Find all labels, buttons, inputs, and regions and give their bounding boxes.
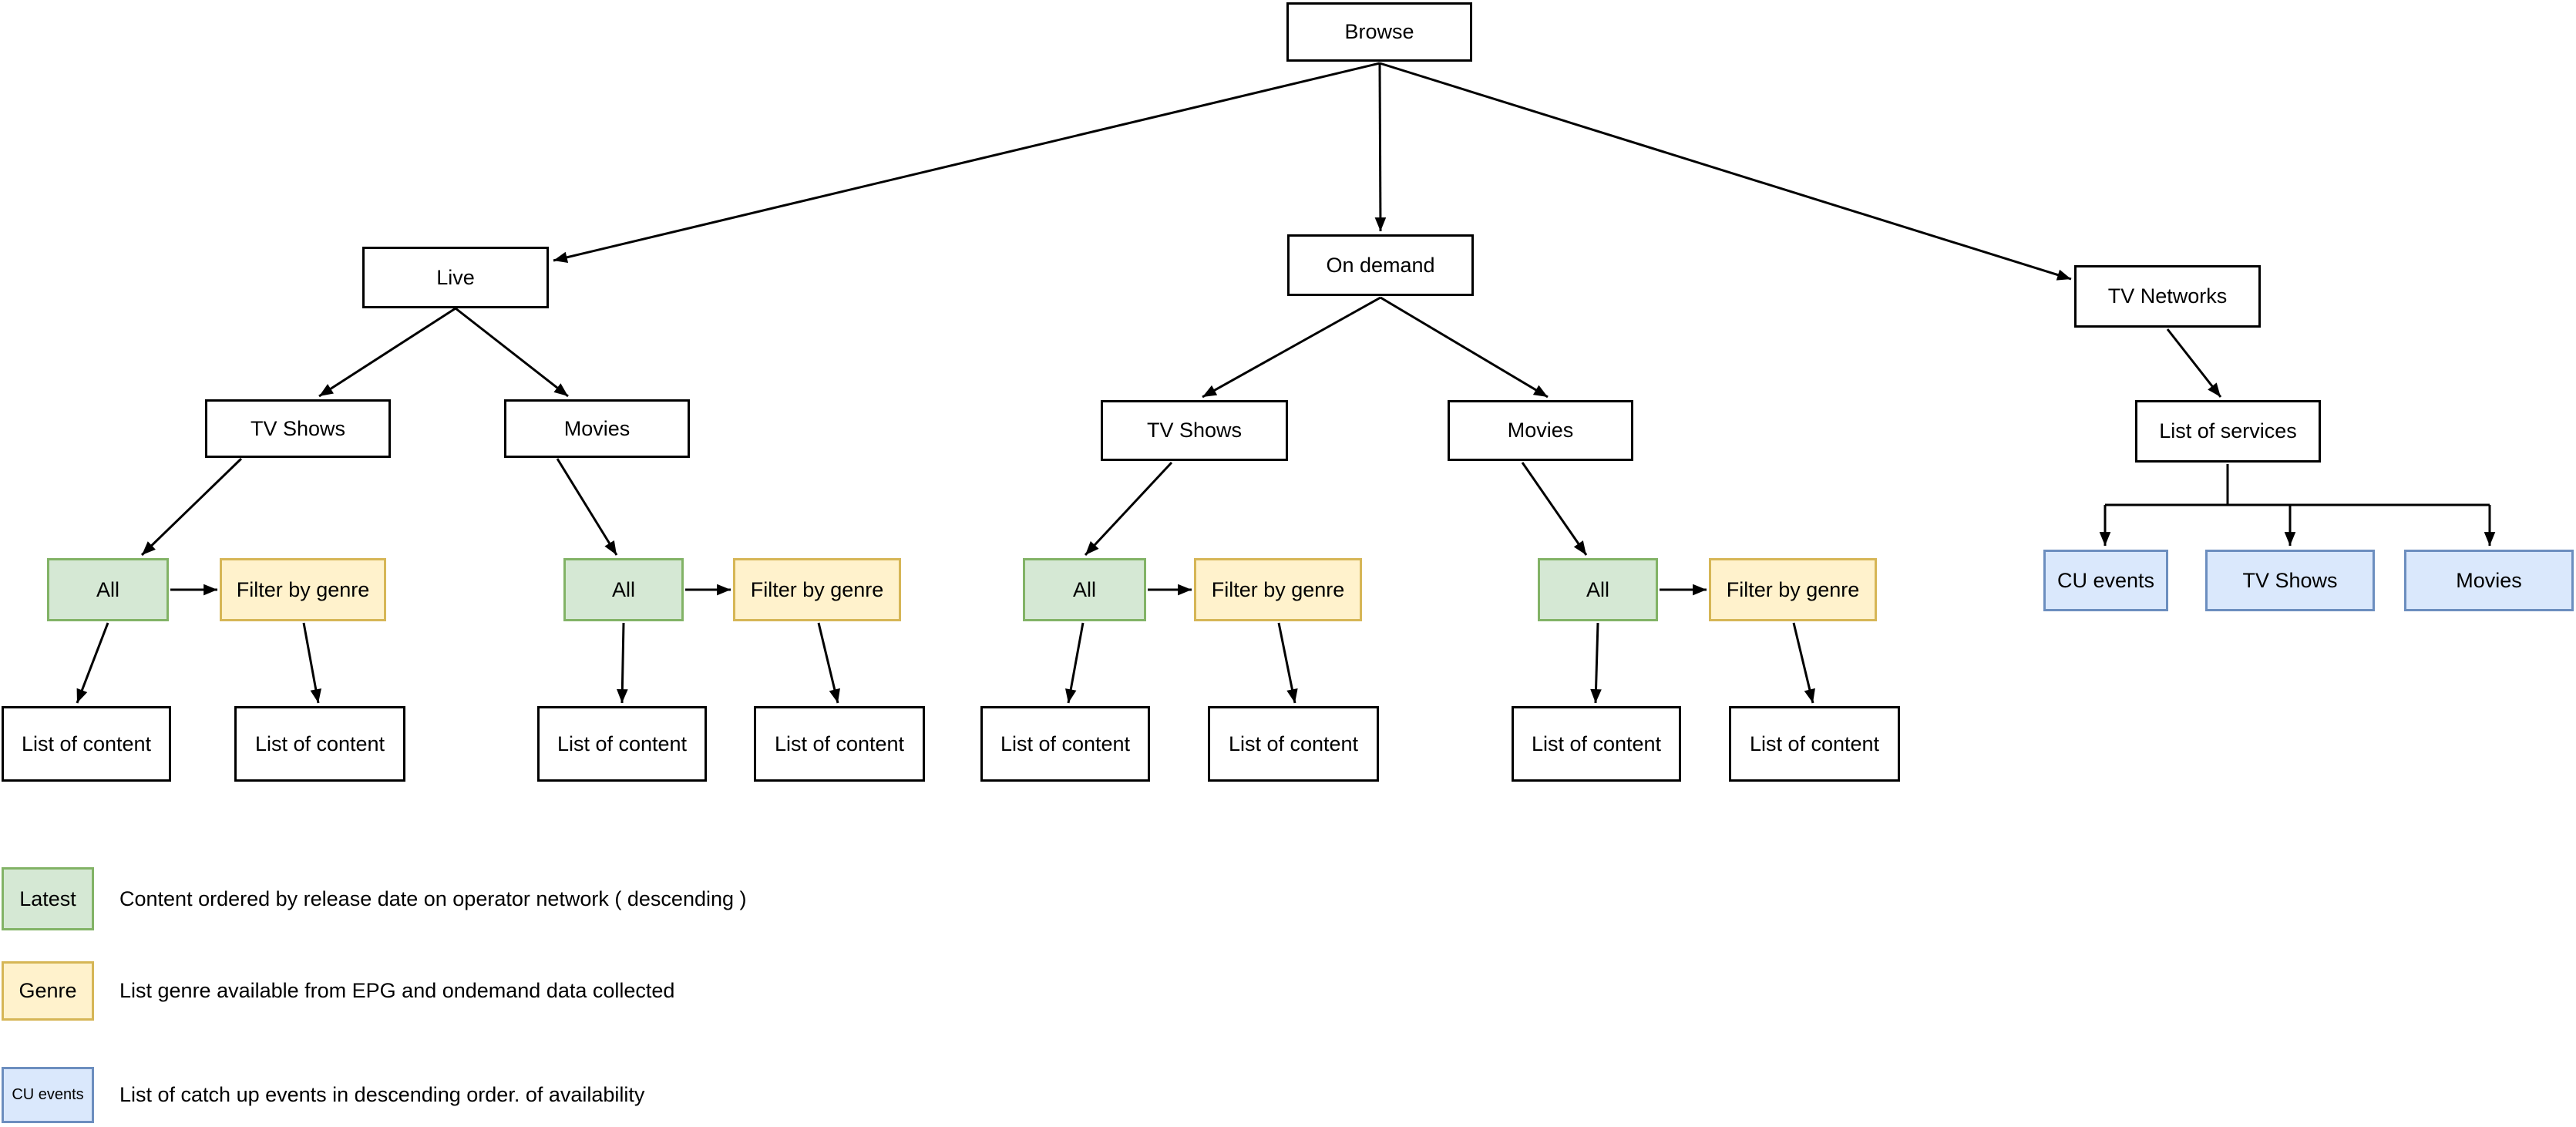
node-all-4: All	[1538, 558, 1658, 621]
edge-live-movies	[455, 307, 569, 398]
legend-swatch-genre: Genre	[2, 961, 94, 1021]
legend-text-genre: List genre available from EPG and ondema…	[119, 978, 675, 1002]
edge-ondemand-tvshows	[1202, 296, 1381, 399]
node-list-content-8: List of content	[1729, 706, 1900, 782]
legend-swatch-label: Latest	[19, 886, 76, 910]
edge-filter4-list8	[1792, 622, 1815, 704]
node-label: Filter by genre	[236, 577, 370, 601]
node-label: List of content	[1000, 732, 1131, 755]
node-label: On demand	[1326, 253, 1435, 277]
node-label: CU events	[2056, 568, 2155, 592]
node-list-content-4: List of content	[754, 706, 925, 782]
node-label: List of content	[1531, 732, 1662, 755]
node-label: Filter by genre	[1726, 577, 1860, 601]
node-label: TV Networks	[2107, 284, 2228, 308]
node-list-content-2: List of content	[234, 706, 405, 782]
node-list-content-5: List of content	[980, 706, 1150, 782]
node-on-demand: On demand	[1287, 234, 1474, 296]
node-net-movies: Movies	[2404, 550, 2574, 611]
node-label: Movies	[563, 416, 631, 440]
node-label: Filter by genre	[750, 577, 884, 601]
node-label: TV Shows	[250, 416, 346, 440]
node-all-1: All	[47, 558, 169, 621]
node-all-2: All	[563, 558, 684, 621]
legend-text-cu-events: List of catch up events in descending or…	[119, 1082, 645, 1106]
legend-swatch-cu-events: CU events	[2, 1067, 94, 1123]
node-tv-networks: TV Networks	[2074, 265, 2261, 328]
edge-all4-list7	[1590, 622, 1602, 704]
node-live: Live	[362, 247, 549, 308]
node-live-movies: Movies	[504, 399, 690, 458]
node-label: TV Shows	[1146, 419, 1243, 442]
node-label: TV Shows	[2242, 568, 2338, 592]
node-live-tv-shows: TV Shows	[205, 399, 391, 458]
edge-odtvshows-all3	[1084, 461, 1173, 557]
node-label: List of content	[1228, 732, 1359, 755]
edge-filter1-list2	[302, 622, 321, 704]
node-label: Movies	[1507, 419, 1574, 442]
node-od-tv-shows: TV Shows	[1101, 400, 1288, 461]
node-filter-genre-3: Filter by genre	[1194, 558, 1362, 621]
node-label: List of content	[21, 732, 152, 755]
edge-all3-list5	[1065, 622, 1085, 704]
node-label: List of content	[1749, 732, 1880, 755]
edge-browse-tvnetworks	[1379, 62, 2072, 281]
node-filter-genre-4: Filter by genre	[1709, 558, 1877, 621]
node-all-3: All	[1023, 558, 1146, 621]
edge-all2-list3	[617, 622, 628, 704]
edge-live-tvshows	[318, 307, 456, 398]
node-label: List of content	[557, 732, 688, 755]
node-label: Movies	[2456, 568, 2522, 592]
edge-livemovies-all2	[556, 458, 618, 556]
node-label: Filter by genre	[1211, 577, 1345, 601]
node-list-of-services: List of services	[2135, 400, 2321, 463]
node-cu-events: CU events	[2043, 550, 2168, 611]
edge-browse-live	[553, 62, 1380, 263]
node-label: List of content	[254, 732, 385, 755]
edge-tvnetworks-services	[2166, 328, 2222, 398]
edge-ondemand-movies	[1380, 296, 1549, 399]
edge-livetvshows-all1	[140, 457, 243, 557]
edge-filter2-list4	[817, 622, 840, 704]
node-browse: Browse	[1286, 2, 1472, 62]
node-list-content-3: List of content	[537, 706, 707, 782]
legend-swatch-label: CU events	[12, 1086, 84, 1103]
node-label: All	[611, 577, 635, 601]
node-filter-genre-1: Filter by genre	[220, 558, 386, 621]
node-label: List of services	[2159, 419, 2297, 443]
node-list-content-7: List of content	[1512, 706, 1681, 782]
node-list-content-1: List of content	[2, 706, 171, 782]
node-label: Browse	[1344, 20, 1414, 44]
node-label: All	[96, 577, 119, 601]
node-od-movies: Movies	[1448, 400, 1633, 461]
node-label: Live	[436, 265, 475, 289]
edge-filter3-list6	[1277, 622, 1298, 704]
node-label: All	[1072, 577, 1096, 601]
node-net-tv-shows: TV Shows	[2205, 550, 2375, 611]
node-list-content-6: List of content	[1208, 706, 1379, 782]
legend-text-latest: Content ordered by release date on opera…	[119, 886, 747, 910]
node-label: List of content	[774, 732, 905, 755]
legend-swatch-latest: Latest	[2, 867, 94, 930]
edge-odmovies-all4	[1521, 462, 1588, 556]
edge-all1-list1	[76, 622, 109, 704]
node-filter-genre-2: Filter by genre	[733, 558, 901, 621]
node-label: All	[1586, 577, 1609, 601]
legend-swatch-label: Genre	[18, 979, 77, 1002]
